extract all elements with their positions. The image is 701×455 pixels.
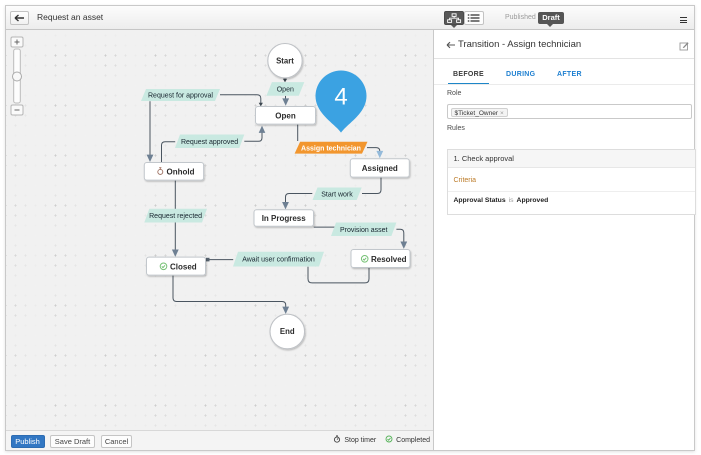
svg-text:4: 4 (334, 84, 347, 111)
svg-text:Request for approval: Request for approval (148, 93, 213, 100)
svg-text:Start: Start (276, 56, 294, 65)
svg-text:In Progress: In Progress (262, 214, 307, 223)
svg-text:End: End (280, 327, 295, 336)
svg-text:Onhold: Onhold (167, 168, 195, 177)
svg-text:Await user confirmation: Await user confirmation (242, 257, 315, 264)
svg-text:Assign technician: Assign technician (301, 145, 361, 152)
svg-text:Resolved: Resolved (371, 255, 407, 264)
svg-text:Assigned: Assigned (362, 164, 398, 173)
svg-text:Open: Open (275, 112, 296, 121)
svg-text:Start work: Start work (321, 191, 353, 198)
svg-text:Provision asset: Provision asset (340, 227, 388, 234)
svg-text:Open: Open (277, 86, 294, 93)
svg-text:Closed: Closed (170, 262, 197, 271)
svg-text:Request rejected: Request rejected (149, 213, 202, 220)
svg-text:Request approved: Request approved (181, 139, 238, 146)
